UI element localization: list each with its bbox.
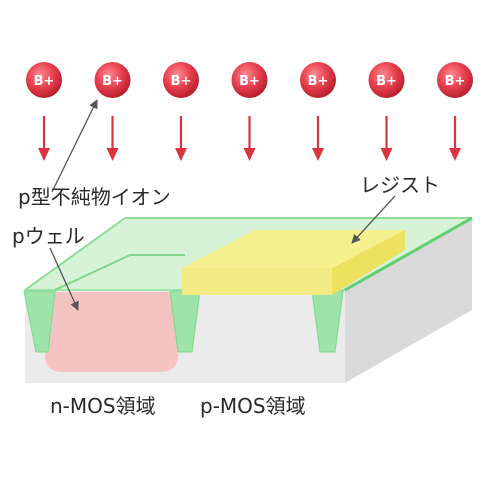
p-well: [45, 292, 179, 372]
substrate-side-face: [345, 218, 472, 383]
ion-particle: B+: [437, 62, 473, 161]
ion-particle: B+: [231, 62, 268, 161]
ion-label: B+: [239, 74, 260, 89]
isolation-top-line: [54, 254, 185, 291]
ion-leader-line: [51, 99, 98, 193]
ion-ball: [26, 62, 62, 98]
surface-right-edge: [344, 216, 473, 292]
ion-ball: [231, 62, 268, 98]
resist-label: レジスト: [360, 173, 440, 197]
ion-arrow-head: [449, 148, 461, 161]
resist-leader-line: [351, 195, 396, 244]
pmos-region-label: p-MOS領域: [200, 394, 306, 418]
pwell-label: pウェル: [12, 224, 85, 248]
resist-front: [182, 268, 332, 295]
resist-block: [182, 230, 405, 295]
ion-ball: [163, 62, 199, 98]
ion-arrow-head: [106, 148, 119, 161]
ion-label: B+: [102, 74, 123, 89]
isolation-trench-left: [23, 290, 56, 353]
ion-label: B+: [308, 74, 329, 89]
ion-particle: B+: [368, 62, 405, 161]
ion-arrow-head: [380, 148, 393, 161]
ion-particle: B+: [26, 62, 62, 161]
ion-particle: B+: [94, 62, 131, 161]
nmos-region-label: n-MOS領域: [50, 394, 156, 418]
ion-label: B+: [445, 74, 466, 89]
ion-arrow-head: [175, 148, 187, 161]
ion-ball: [300, 62, 336, 98]
ion-row: B+ B+ B+ B+ B+ B+ B+: [26, 62, 473, 161]
ion-particle: B+: [163, 62, 199, 161]
ion-ball: [94, 62, 131, 98]
ion-name-label: p型不純物イオン: [18, 185, 171, 209]
ion-label: B+: [34, 74, 55, 89]
resist-top: [182, 230, 405, 268]
ion-arrow-head: [38, 148, 50, 161]
ion-ball: [368, 62, 405, 98]
isolation-trenches: [23, 290, 344, 353]
ion-label: B+: [376, 74, 397, 89]
ion-label: B+: [171, 74, 192, 89]
ion-arrow-head: [243, 148, 256, 161]
ion-particle: B+: [300, 62, 336, 161]
ion-ball: [437, 62, 473, 98]
pwell-leader-line: [49, 247, 79, 311]
ion-arrow-head: [312, 148, 324, 161]
resist-side: [332, 230, 405, 295]
